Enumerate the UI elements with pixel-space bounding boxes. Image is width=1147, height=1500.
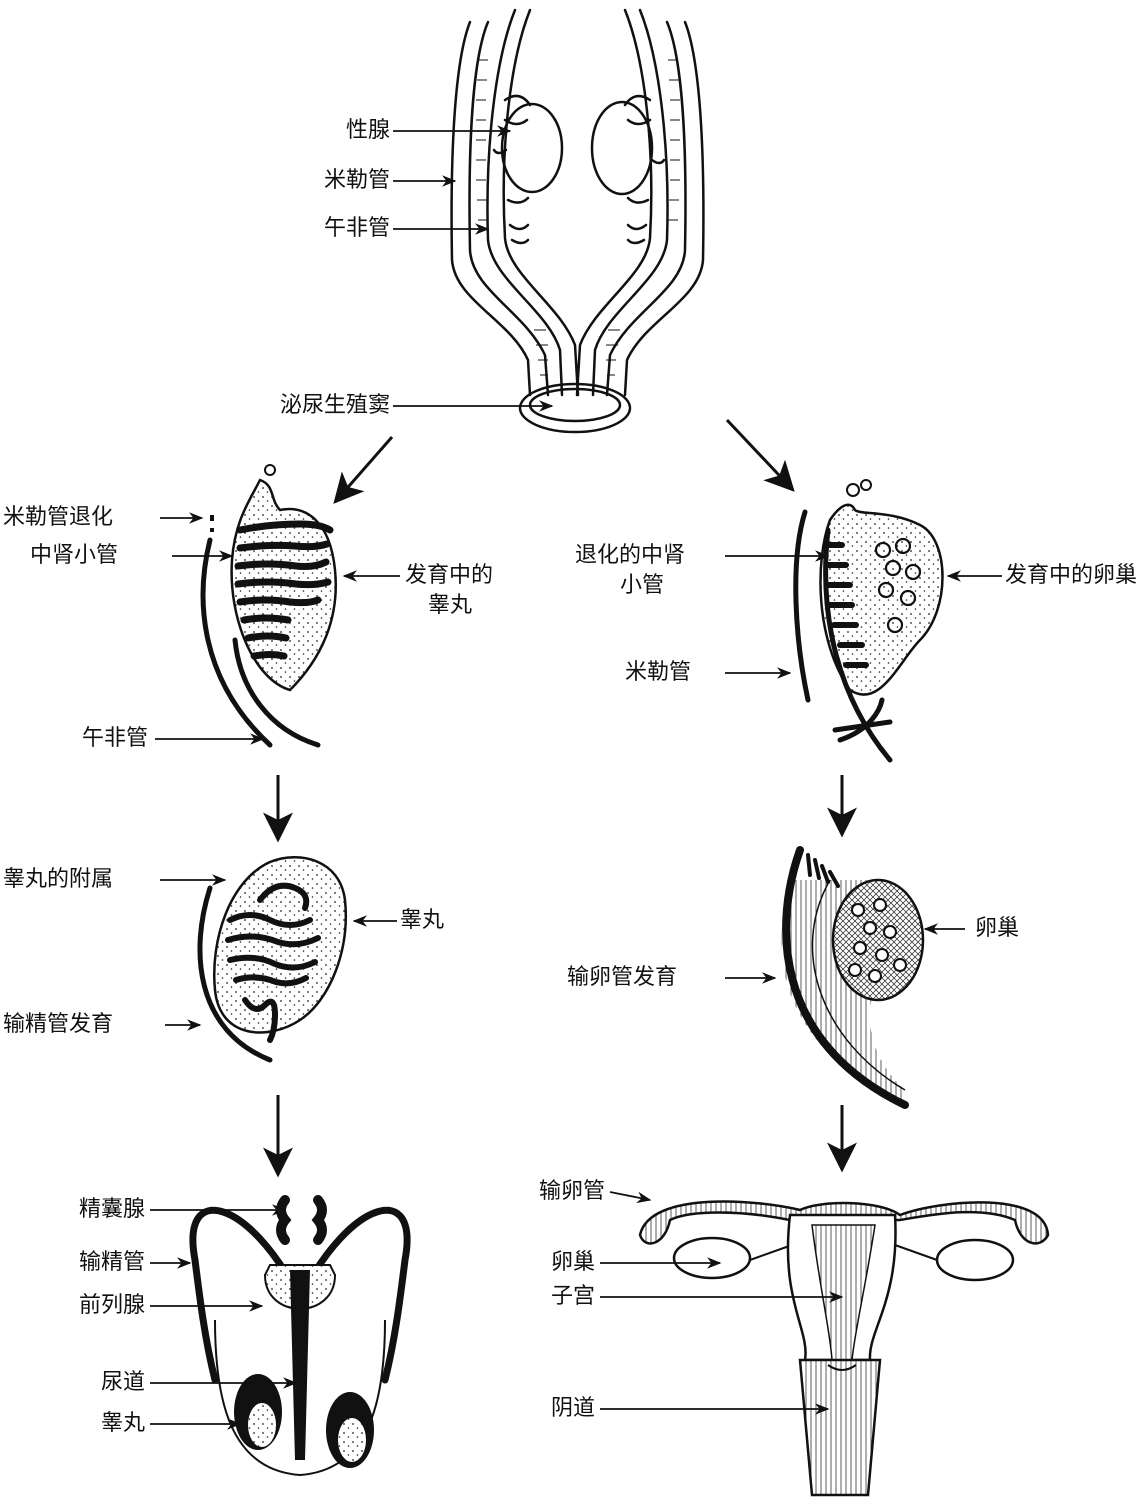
- female-stage-2: [781, 846, 925, 1109]
- label-muller-duct-female: 米勒管: [625, 660, 692, 685]
- label-ovary-adult: 卵巢: [550, 1250, 595, 1275]
- branch-arrows: [333, 418, 795, 504]
- label-uterus: 子宫: [550, 1284, 595, 1309]
- female-stage-2-arrows: [725, 923, 965, 984]
- label-testis-appendage: 睾丸的附属: [3, 867, 114, 892]
- label-wolffian-duct-male: 午非管: [82, 726, 149, 751]
- male-stage-2: [197, 856, 347, 1063]
- down-arrows-2: [263, 1095, 857, 1178]
- male-adult: [189, 1195, 411, 1477]
- label-vagina: 阴道: [550, 1396, 595, 1421]
- label-urethra: 尿道: [100, 1370, 145, 1395]
- label-regressed-tubule-line1: 退化的中肾: [575, 543, 686, 568]
- label-seminal-vesicle: 精囊腺: [78, 1197, 145, 1222]
- female-stage-1-arrows: [725, 550, 1002, 679]
- label-vas-deferens: 输精管: [78, 1250, 145, 1275]
- male-stage-2-arrows: [160, 874, 397, 1031]
- label-regressed-tubule-line2: 小管: [620, 573, 665, 598]
- label-ovary-stage2: 卵巢: [975, 916, 1020, 941]
- male-adult-arrows: [150, 1204, 298, 1430]
- male-stage-1: [200, 464, 337, 748]
- duct-hatching: [476, 59, 680, 376]
- label-developing-testis-line1: 发育中的: [405, 563, 494, 588]
- label-testis: 睾丸: [400, 908, 445, 933]
- label-testis-adult: 睾丸: [100, 1411, 145, 1436]
- indifferent-stage: [450, 8, 705, 434]
- label-urogenital-sinus: 泌尿生殖窦: [279, 393, 390, 418]
- label-developing-testis-line2: 睾丸: [428, 593, 473, 618]
- label-prostate: 前列腺: [78, 1293, 145, 1318]
- label-oviduct-development: 输卵管发育: [567, 965, 678, 990]
- label-oviduct: 输卵管: [538, 1179, 605, 1204]
- label-gonad: 性腺: [345, 118, 390, 143]
- label-muller-regression: 米勒管退化: [3, 505, 114, 530]
- label-mesonephric-tubule: 中肾小管: [30, 543, 119, 568]
- down-arrows-1: [263, 775, 857, 843]
- label-muller-duct-top: 米勒管: [323, 168, 390, 193]
- top-label-arrows: [393, 125, 554, 412]
- label-vas-deferens-development: 输精管发育: [3, 1012, 114, 1037]
- male-stage-1-arrows: [155, 512, 400, 745]
- female-stage-1: [793, 479, 944, 763]
- label-wolffian-duct-top: 午非管: [323, 216, 390, 241]
- label-developing-ovary: 发育中的卵巢: [1005, 563, 1138, 588]
- female-adult: [638, 1200, 1050, 1497]
- female-adult-arrows: [600, 1191, 844, 1415]
